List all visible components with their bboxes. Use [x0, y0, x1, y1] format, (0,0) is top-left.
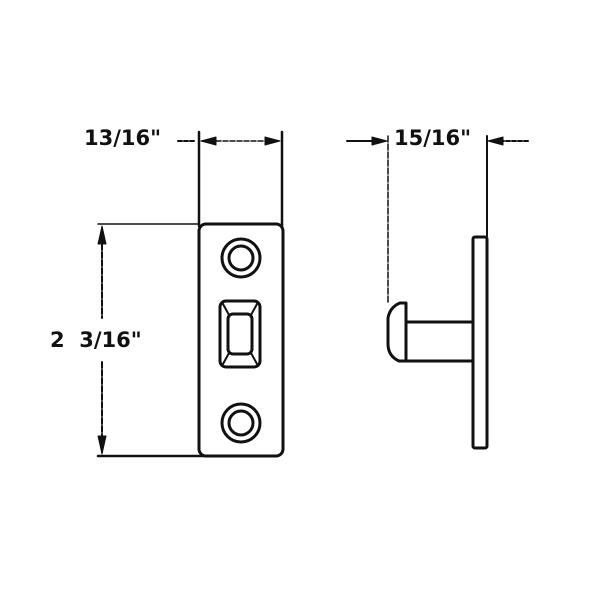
depth-dimension-label: 15/16": [394, 126, 472, 150]
height-dimension-label: 2 3/16": [50, 328, 142, 352]
side-view: [346, 135, 529, 450]
width-arrow-right-icon: [264, 136, 281, 146]
center-recess-outer: [218, 299, 262, 369]
recess-bevel-br: [250, 352, 258, 365]
depth-arrow-left-icon: [487, 136, 504, 146]
depth-arrow-right-icon: [371, 136, 388, 146]
recess-bevel-tl: [222, 303, 230, 316]
recess-bevel-bl: [222, 352, 230, 365]
bottom-screw-hole-outer: [220, 402, 262, 444]
bottom-screw-hole-inner: [227, 409, 255, 437]
side-plate: [471, 235, 489, 450]
width-dimension-label: 13/16": [84, 126, 162, 150]
height-arrow-down-icon: [97, 435, 107, 455]
height-arrow-up-icon: [97, 225, 107, 245]
front-view: [96, 130, 285, 458]
top-screw-hole-inner: [227, 244, 255, 272]
center-recess-inner: [226, 312, 254, 356]
knob-head: [386, 301, 408, 363]
top-screw-hole-outer: [220, 237, 262, 279]
front-plate: [197, 222, 285, 458]
recess-bevel-tr: [250, 303, 258, 316]
width-arrow-left-icon: [200, 136, 217, 146]
